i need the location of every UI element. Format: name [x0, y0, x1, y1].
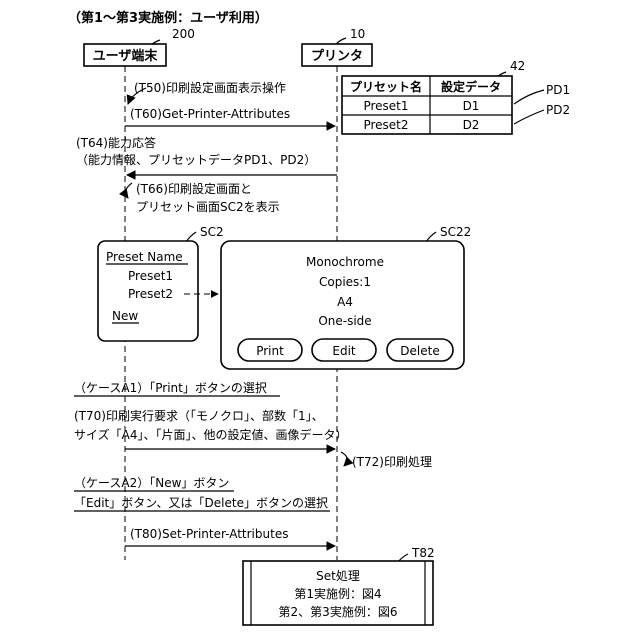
sc22-line-sides: One-side — [318, 314, 371, 328]
pd2-ref: PD2 — [546, 103, 570, 117]
pd2-leader — [514, 110, 544, 124]
preset-table-ref: 42 — [510, 59, 525, 73]
sc2-heading: Preset Name — [106, 250, 183, 264]
sc2-new-link[interactable]: New — [112, 309, 138, 323]
edit-button-label: Edit — [332, 344, 356, 358]
preset-table-row2-name: Preset2 — [363, 118, 408, 132]
case-a2-line1: （ケースA2）「New」ボタン — [74, 476, 229, 490]
printer-label: プリンタ — [311, 49, 363, 64]
printer-ref-leader — [336, 38, 346, 44]
set-process-line1: 第1実施例：図4 — [294, 586, 381, 601]
user-terminal-label: ユーザ端末 — [93, 48, 159, 64]
step-t66-line1: (T66)印刷設定画面と — [136, 181, 252, 196]
step-t72: (T72)印刷処理 — [352, 455, 432, 469]
diagram-title: （第1～第3実施例：ユーザ利用） — [68, 10, 268, 26]
set-process-line2: 第2、第3実施例：図6 — [279, 604, 398, 619]
print-button-label: Print — [256, 344, 284, 358]
user-terminal-ref: 200 — [172, 27, 195, 41]
step-t80: (T80)Set-Printer-Attributes — [130, 527, 288, 541]
step-t60: (T60)Get-Printer-Attributes — [130, 107, 290, 121]
printer-ref: 10 — [350, 27, 365, 41]
case-a2-line2: 「Edit」ボタン、又は「Delete」ボタンの選択 — [74, 496, 328, 510]
sc22-line-color: Monochrome — [306, 255, 384, 269]
sc2-item-preset1[interactable]: Preset1 — [128, 269, 173, 283]
step-t70-line1: (T70)印刷実行要求（「モノクロ」、部数「1」、 — [74, 408, 324, 423]
sc2-ref: SC2 — [200, 225, 224, 239]
step-t70-line2: サイズ「A4」、「片面」、他の設定値、画像データ） — [74, 427, 348, 442]
preset-table-row1-name: Preset1 — [363, 99, 408, 113]
step-t64-line2: （能力情報、プリセットデータPD1、PD2） — [76, 152, 316, 167]
step-t64-line1: (T64)能力応答 — [76, 135, 156, 150]
set-process-title: Set処理 — [316, 569, 360, 583]
pd1-leader — [514, 90, 544, 104]
sc2-item-preset2[interactable]: Preset2 — [128, 287, 173, 301]
t72-arrow — [341, 452, 347, 466]
case-a1-label: （ケースA1）「Print」ボタンの選択 — [74, 381, 267, 395]
delete-button-label: Delete — [400, 344, 439, 358]
sc22-line-size: A4 — [337, 295, 353, 309]
step-t50: (T50)印刷設定画面表示操作 — [134, 80, 286, 95]
sc22-line-copies: Copies:1 — [319, 275, 371, 289]
sc22-ref: SC22 — [440, 225, 471, 239]
preset-table-row1-data: D1 — [463, 99, 480, 113]
preset-table-row2-data: D2 — [463, 118, 480, 132]
t66-arrow — [126, 183, 132, 198]
step-t66-line2: プリセット画面SC2を表示 — [136, 200, 280, 214]
preset-table-header-name: プリセット名 — [350, 79, 422, 94]
set-process-ref: T82 — [411, 546, 435, 560]
pd1-ref: PD1 — [546, 83, 570, 97]
preset-table-header-data: 設定データ — [441, 79, 501, 94]
